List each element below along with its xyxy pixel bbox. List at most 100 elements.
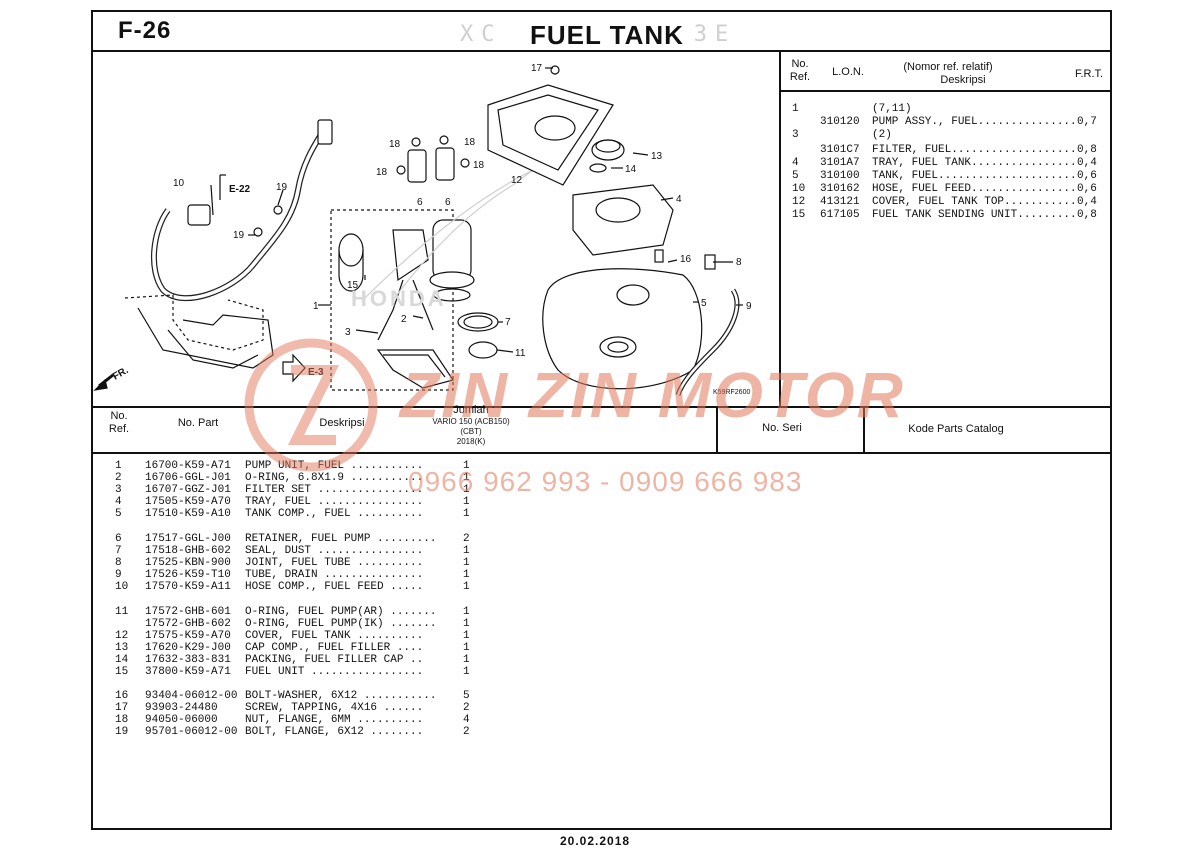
part-ref: 13 [115,642,129,654]
callout-17: 17 [531,63,543,74]
part-qty: 1 [463,508,470,520]
part-desc: O-RING, FUEL PUMP(AR) ....... [245,606,437,618]
part-number: 17572-GHB-601 [145,606,231,618]
part-ref: 6 [115,533,122,545]
part-ref: 19 [115,726,129,738]
callout-10: 10 [173,178,185,189]
part-number: 93404-06012-00 [145,690,238,702]
callout-9: 9 [746,301,752,312]
part-desc: FILTER SET ................ [245,484,424,496]
callout-2: 2 [401,314,407,325]
part-number: 17575-K59-A70 [145,630,231,642]
lon-desc: (7,11) [872,103,912,115]
part-number: 95701-06012-00 [145,726,238,738]
callout-15: 15 [347,280,359,291]
part-qty: 1 [463,581,470,593]
part-desc: BOLT-WASHER, 6X12 ........... [245,690,437,702]
callout-12: 12 [511,175,523,186]
part-number: 37800-K59-A71 [145,666,231,678]
callout-18d: 18 [376,167,388,178]
callout-8: 8 [736,257,742,268]
part-ref: 17 [115,702,129,714]
part-ref: 8 [115,557,122,569]
part-desc: TRAY, FUEL ................ [245,496,424,508]
part-desc: TUBE, DRAIN ............... [245,569,424,581]
part-ref: 7 [115,545,122,557]
lon-frt: 0,6 [1077,183,1097,195]
part-number: 17570-K59-A11 [145,581,231,593]
lon-frt: 0,8 [1077,144,1097,156]
part-desc: JOINT, FUEL TUBE .......... [245,557,424,569]
part-ref: 5 [115,508,122,520]
part-number: 17620-K29-J00 [145,642,231,654]
callout-6a: 6 [417,197,423,208]
page-title: FUEL TANK [530,20,684,50]
part-desc: NUT, FLANGE, 6MM .......... [245,714,424,726]
lon-header-lon: L.O.N. [832,66,864,78]
part-qty: 1 [463,545,470,557]
brand-ghost: HONDA [351,286,447,311]
lon-desc: HOSE, FUEL FEED................ [872,183,1077,195]
footer-date: 20.02.2018 [560,834,631,848]
callout-18b: 18 [464,137,476,148]
parts-header-deskripsi: Deskripsi [319,417,365,429]
part-qty: 1 [463,496,470,508]
ref-e3: E-3 [308,367,324,378]
part-ref: 14 [115,654,129,666]
lon-code: 3101C7 [820,144,860,156]
callout-19a: 19 [276,182,288,193]
part-desc: RETAINER, FUEL PUMP ......... [245,533,437,545]
lon-code: 310120 [820,116,860,128]
part-desc: O-RING, FUEL PUMP(IK) ....... [245,618,437,630]
lon-ref: 5 [792,170,799,182]
callout-19b: 19 [233,230,245,241]
lon-frt: 0,6 [1077,170,1097,182]
part-desc: CAP COMP., FUEL FILLER .... [245,642,424,654]
lon-frt: 0,8 [1077,209,1097,221]
page-code: F-26 [118,17,172,44]
part-number: 93903-24480 [145,702,218,714]
part-ref: 12 [115,630,129,642]
callout-14: 14 [625,164,637,175]
callout-7: 7 [505,317,511,328]
lon-header-deskripsi: (Nomor ref. relatif) Deskripsi [903,61,993,86]
part-qty: 1 [463,606,470,618]
lon-header-frt: F.R.T. [1074,68,1104,80]
part-ref: 15 [115,666,129,678]
lon-ref: 3 [792,129,799,141]
callout-16: 16 [680,254,692,265]
lon-desc: PUMP ASSY., FUEL............... [872,116,1077,128]
lon-desc: FILTER, FUEL................... [872,144,1077,156]
part-ref: 1 [115,460,122,472]
part-qty: 1 [463,472,470,484]
part-ref: 11 [115,606,129,618]
lon-code: 310162 [820,183,860,195]
part-number: 94050-06000 [145,714,218,726]
exploded-diagram: 17 13 14 12 4 18 18 18 18 6 6 10 19 19 1… [93,63,752,396]
parts-header-jumlah: Jumlah VARIO 150 (ACB150) (CBT) 2018(K) [432,404,510,446]
lon-ref: 12 [792,196,806,208]
lon-code: 413121 [820,196,860,208]
part-ref: 4 [115,496,122,508]
page-frame [91,10,1112,830]
part-number: 17526-K59-T10 [145,569,231,581]
part-qty: 1 [463,618,470,630]
lon-code: 3101A7 [820,157,860,169]
part-qty: 2 [463,702,470,714]
part-desc: O-RING, 6.8X1.9 ........... [245,472,424,484]
part-qty: 5 [463,690,470,702]
col-divider-kode [863,406,865,452]
parts-header-no: No. Ref. [108,410,130,435]
part-number: 17510-K59-A10 [145,508,231,520]
part-ref: 16 [115,690,129,702]
lon-header-no: No. Ref. [789,58,811,83]
part-qty: 1 [463,666,470,678]
lon-desc: TANK, FUEL..................... [872,170,1077,182]
part-desc: TANK COMP., FUEL .......... [245,508,424,520]
parts-header-kode: Kode Parts Catalog [908,423,1004,435]
lon-frt: 0,4 [1077,157,1097,169]
part-qty: 1 [463,557,470,569]
callout-4: 4 [676,194,682,205]
part-number: 17572-GHB-602 [145,618,231,630]
